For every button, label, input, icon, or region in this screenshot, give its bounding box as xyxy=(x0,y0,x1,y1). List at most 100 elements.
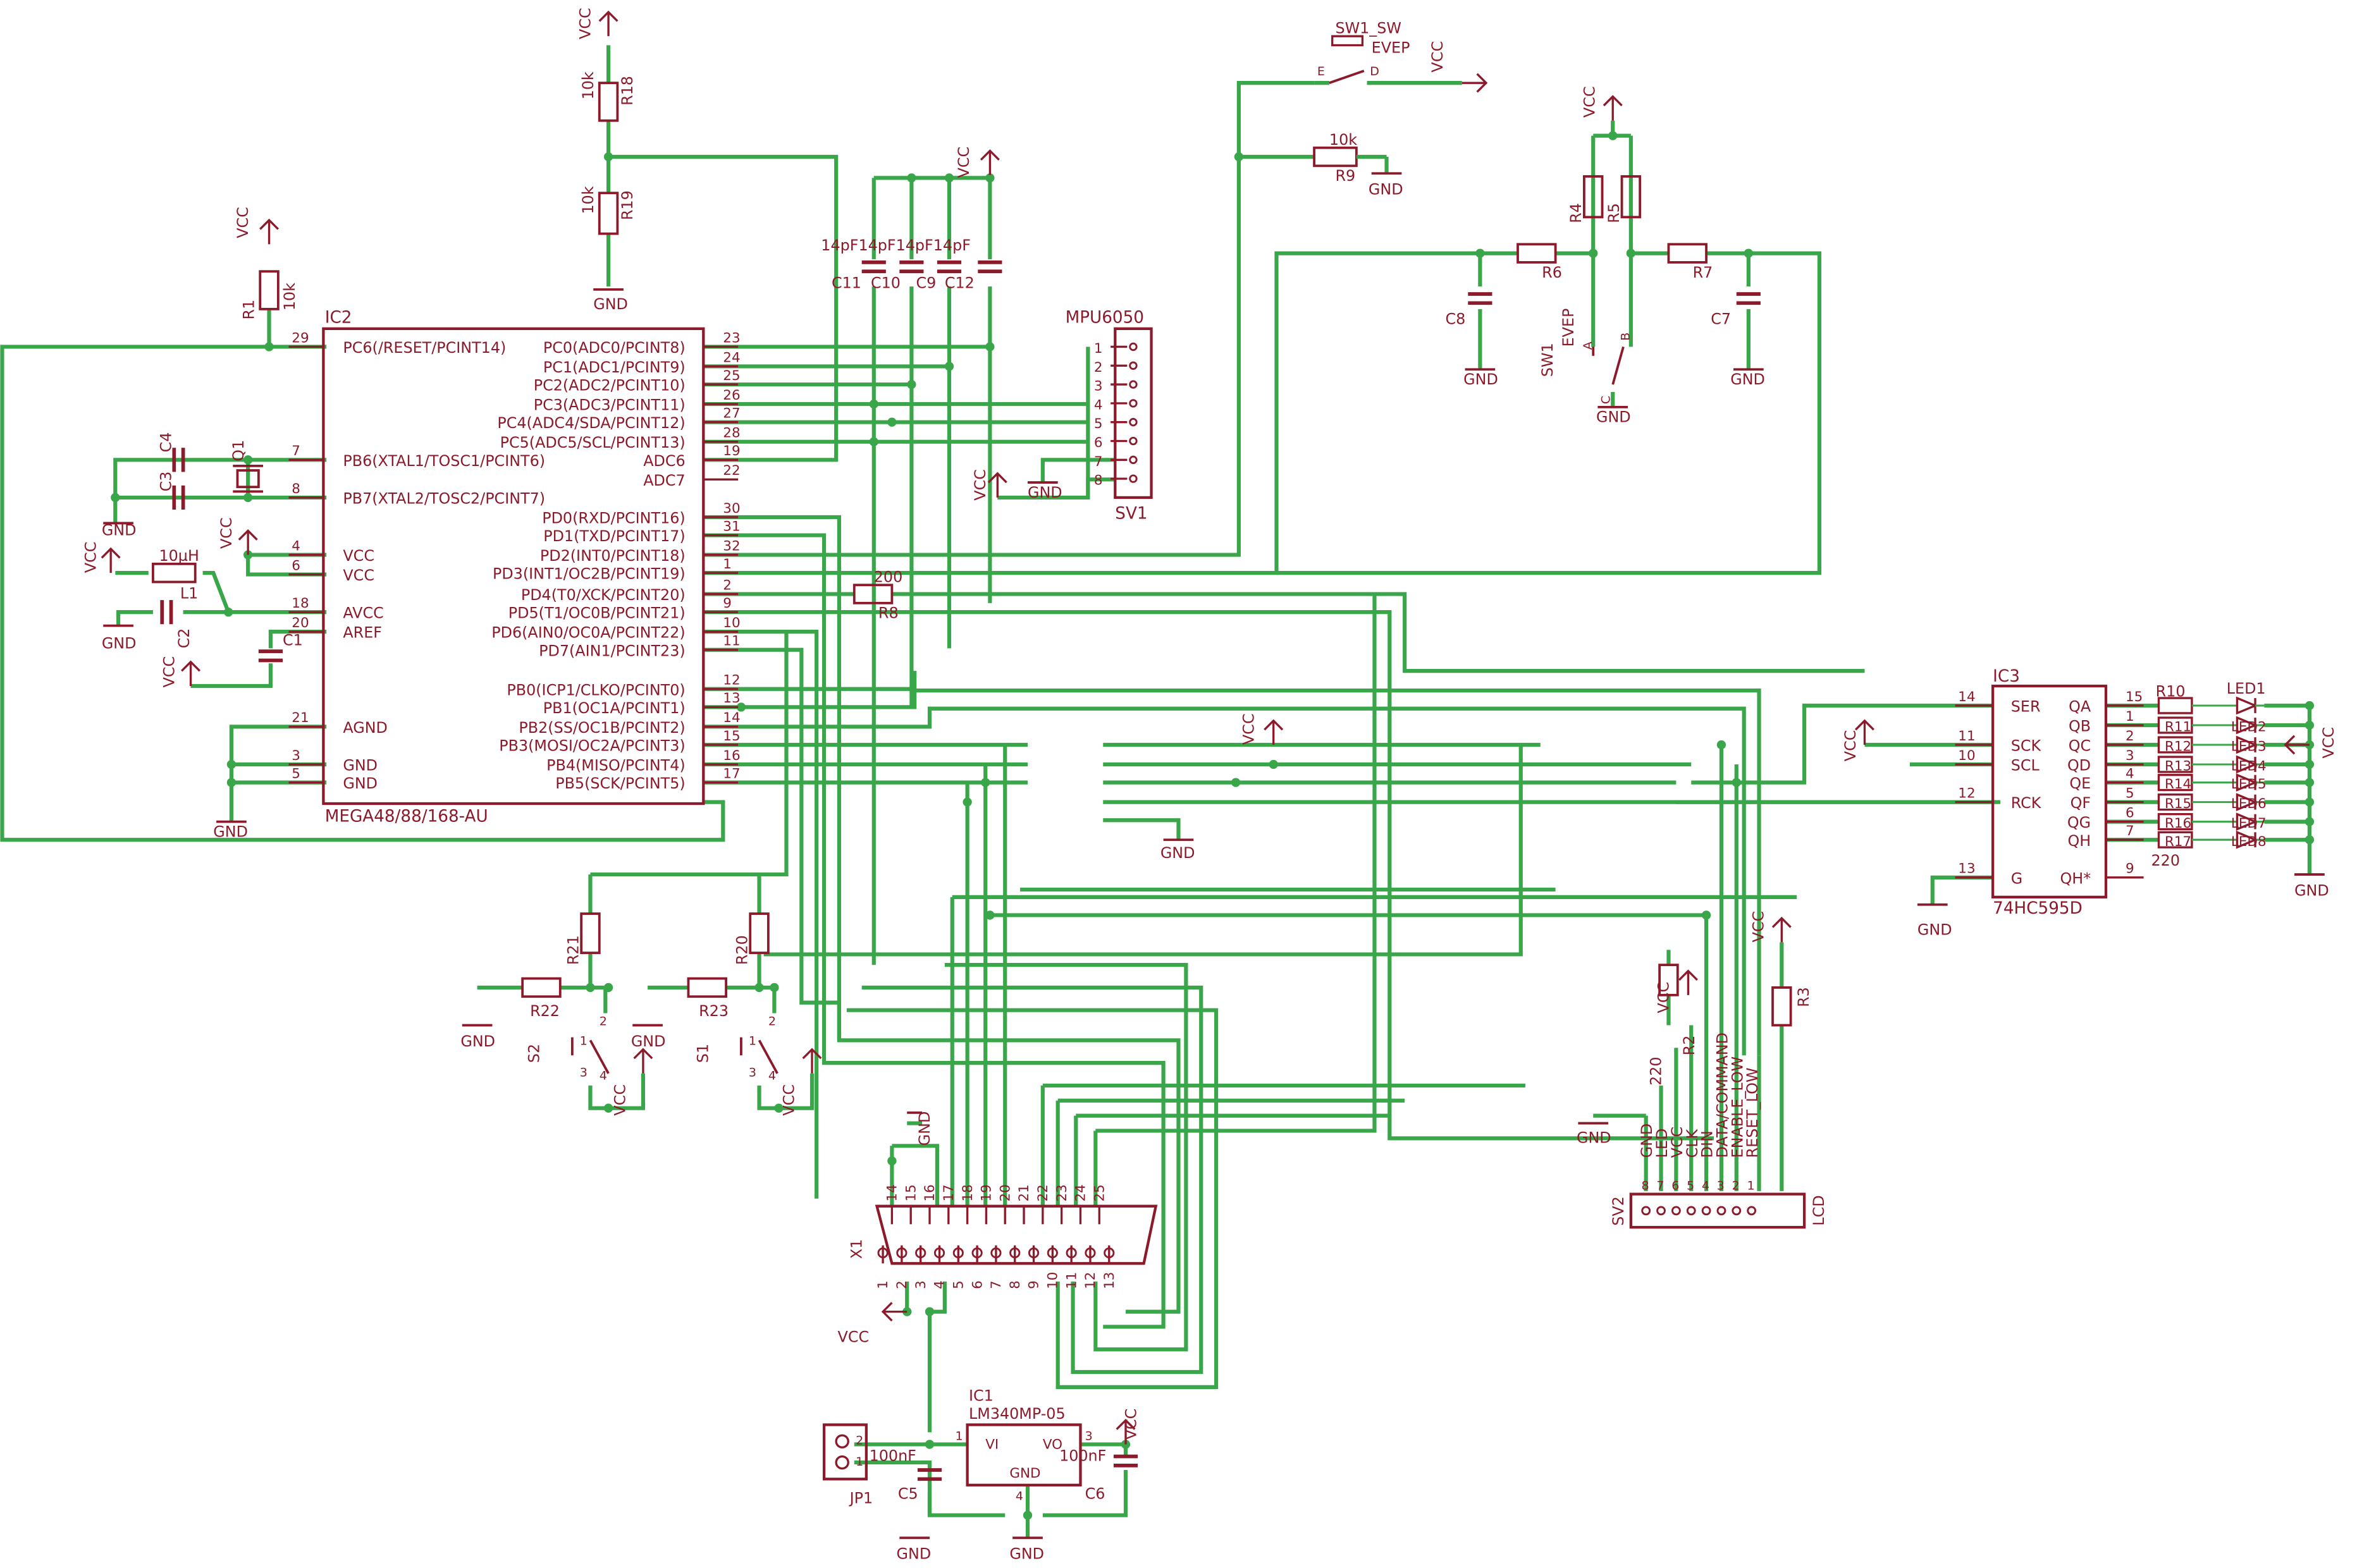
r8-value: 200 xyxy=(874,568,902,585)
x1-pin-hole xyxy=(1047,1247,1058,1259)
r5-label: R5 xyxy=(1605,203,1623,223)
x1-bottom-pin-num: 2 xyxy=(894,1280,910,1289)
vcc-symbol xyxy=(1461,73,1488,93)
sv2-pin-num: 5 xyxy=(1687,1179,1694,1192)
sv1-pin-hole xyxy=(1129,361,1138,370)
vcc-symbol xyxy=(1116,1418,1136,1445)
ic2-left-pin-num: 29 xyxy=(292,330,309,346)
c4-label: C4 xyxy=(157,432,175,453)
ic2-left-pin-num: 7 xyxy=(292,443,300,459)
x1-top-pin-num: 20 xyxy=(997,1184,1013,1201)
vcc-symbol xyxy=(598,10,618,37)
vcc-symbol xyxy=(238,529,258,555)
c6-label: C6 xyxy=(1085,1485,1105,1502)
sw1-type: EVEP xyxy=(1560,309,1577,347)
sv1-pin-hole xyxy=(1129,342,1138,352)
gnd-label: GND xyxy=(1730,371,1765,388)
ic3-right-pin-name: QH xyxy=(2067,832,2091,850)
led1-label: LED1 xyxy=(2227,680,2266,697)
ic3-left-pin-num: 13 xyxy=(1958,861,1975,877)
x1-pin-hole xyxy=(877,1247,889,1259)
resistor-row-label: R17 xyxy=(2165,834,2191,850)
gnd-label: GND xyxy=(213,823,248,840)
gnd-label: GND xyxy=(631,1032,666,1050)
sv2-pin-num: 7 xyxy=(1656,1179,1664,1192)
led-row-label: LED2 xyxy=(2231,720,2267,735)
vcc-symbol xyxy=(633,1048,653,1074)
ic2-left-pins: 29PC6(/RESET/PCINT14)7PB6(XTAL1/TOSC1/PC… xyxy=(288,330,545,792)
ic2-left-pin-name: AGND xyxy=(343,719,388,737)
r9-label: R9 xyxy=(1335,167,1355,185)
gnd-label: GND xyxy=(916,1112,933,1146)
ic3-left-pin-num: 11 xyxy=(1958,728,1975,744)
c1-label: C1 xyxy=(283,632,303,649)
vcc-symbol xyxy=(1264,719,1284,745)
r20-label: R20 xyxy=(733,935,751,965)
ic3-left-pin-num: 14 xyxy=(1958,689,1975,705)
x1-pin-hole xyxy=(952,1247,964,1259)
led-diode xyxy=(2236,812,2258,831)
gnd-label: GND xyxy=(1160,844,1195,862)
sv1-pin-hole xyxy=(1129,418,1138,427)
svg-text:3: 3 xyxy=(1085,1429,1093,1443)
ic2-right-pin-name: PD3(INT1/OC2B/PCINT19) xyxy=(493,565,686,583)
x1-pin-hole xyxy=(1066,1247,1077,1259)
ic3-right-pin-num: 2 xyxy=(2126,728,2134,744)
x1-top-pin-num: 23 xyxy=(1054,1184,1070,1201)
vcc-symbol xyxy=(987,472,1007,498)
ic3-right-pin-num: 5 xyxy=(2126,785,2134,801)
vcc-symbol xyxy=(980,149,1000,175)
sv2-pin-num: 1 xyxy=(1747,1179,1754,1192)
ic2-mcu: IC2 MEGA48/88/168-AU 29PC6(/RESET/PCINT1… xyxy=(288,308,741,826)
ic3-right-pin-num: 15 xyxy=(2126,689,2143,705)
gnd-label: GND xyxy=(897,1545,932,1563)
s2-label: S2 xyxy=(525,1044,543,1063)
ic2-right-pin-name: PB4(MISO/PCINT4) xyxy=(546,757,686,775)
gnd-label: GND xyxy=(2294,881,2329,899)
passive-components: R1 10k 10k R18 10k R19 10k R9 200 R8 R21… xyxy=(152,71,1812,1502)
x1-bottom-pin-num: 3 xyxy=(913,1280,929,1289)
ic2-right-pin-num: 17 xyxy=(723,766,740,781)
r1-value: 10k xyxy=(281,283,298,310)
ic2-right-pin-name: PD2(INT0/PCINT18) xyxy=(540,547,686,565)
ic3-right-pin-num: 6 xyxy=(2126,805,2134,821)
ic2-right-pin-num: 32 xyxy=(723,538,740,554)
ic2-right-pin-name: PC0(ADC0/PCINT8) xyxy=(543,339,686,357)
sw1-pin-a: A xyxy=(1581,341,1595,350)
x1-pin-hole xyxy=(1104,1247,1115,1259)
led-diode xyxy=(2236,735,2258,754)
led-row-label: LED8 xyxy=(2231,834,2267,850)
vcc-label: VCC xyxy=(218,517,235,549)
sv1-pin-num: 5 xyxy=(1094,416,1103,432)
ic2-right-pin-num: 10 xyxy=(723,615,740,631)
sv1-pin-num: 8 xyxy=(1094,473,1103,489)
vcc-symbol xyxy=(181,660,201,686)
ic2-left-pin-name: PB7(XTAL2/TOSC2/PCINT7) xyxy=(343,489,545,507)
ic2-right-pin-name: PC3(ADC3/PCINT11) xyxy=(534,396,686,414)
sv2-pin-num: 6 xyxy=(1671,1179,1679,1192)
sv2-pin-num: 8 xyxy=(1642,1179,1649,1192)
vcc-label: VCC xyxy=(611,1084,629,1116)
x1-top-pin-num: 15 xyxy=(903,1184,919,1201)
vcc-label: VCC xyxy=(576,8,594,39)
x1-top-pin-num: 16 xyxy=(922,1184,938,1201)
gnd-label: GND xyxy=(1917,921,1952,938)
vcc-symbol xyxy=(259,218,280,245)
gnd-label: GND xyxy=(460,1032,495,1050)
ic3-part: 74HC595D xyxy=(1993,899,2083,918)
ic2-right-pin-name: PD5(T1/OC0B/PCINT21) xyxy=(508,604,686,622)
ic2-label: IC2 xyxy=(325,308,352,327)
ic2-right-pin-name: PB0(ICP1/CLKO/PCINT0) xyxy=(507,681,685,699)
sv1-pin-hole xyxy=(1129,474,1138,483)
vcc-label: VCC xyxy=(780,1084,797,1116)
ic1-gnd: GND xyxy=(1009,1466,1040,1481)
ic3-left-pin-num: 12 xyxy=(1958,785,1975,801)
ic3-left-pin-name: G xyxy=(2011,869,2022,887)
jp1-label: JP1 xyxy=(849,1489,873,1507)
vcc-label: VCC xyxy=(1240,713,1258,745)
s2-pin-4: 4 xyxy=(600,1069,607,1082)
led-row-label: LED6 xyxy=(2231,796,2267,812)
